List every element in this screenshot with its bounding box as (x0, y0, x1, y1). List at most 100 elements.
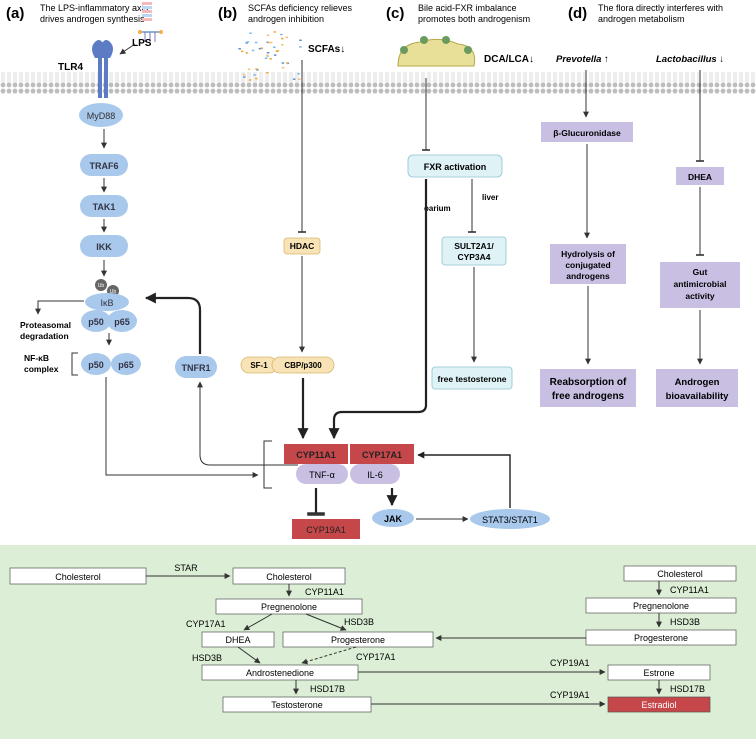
cbp-label: CBP/p300 (284, 361, 322, 370)
chol-right-box: Cholesterol (623, 565, 737, 582)
panel-c-letter: (c) (386, 5, 404, 22)
lps-to-tlr4-arrow (119, 43, 136, 55)
hsd3b-mid-label: HSD3B (344, 617, 374, 627)
tnfr1-to-ikb-arrow (144, 292, 202, 354)
dca-lca-label: DCA/LCA↓ (484, 54, 534, 65)
panel-a-title-line2: drives androgen synthesis (40, 14, 145, 24)
preg-right-label: Pregnenolone (633, 601, 689, 611)
hsd17b-mid-label: HSD17B (310, 684, 345, 694)
preg-mid-box: Pregnenolone (215, 598, 363, 615)
bgluc-label: β-Glucuronidase (553, 128, 621, 138)
tnfr1-node: TNFR1 (175, 356, 217, 378)
cyp17a1-dash-label: CYP17A1 (356, 652, 396, 662)
scfa-particles-icon (238, 31, 302, 81)
tak1-label: TAK1 (93, 202, 116, 212)
gut-label-3: activity (685, 291, 715, 301)
cell-membrane (0, 72, 756, 94)
lps-molecule-icon (138, 2, 163, 42)
hsd17b-right-label: HSD17B (670, 684, 705, 694)
prog-mid-label: Progesterone (331, 635, 385, 645)
panel-b-title-line2: androgen inhibition (248, 14, 324, 24)
hydro-label-2: conjugated (565, 260, 610, 270)
estrone-box: Estrone (607, 664, 711, 681)
proteasome-arrow (35, 300, 84, 315)
cyp17a1-left-label: CYP17A1 (186, 619, 226, 629)
il6-node: IL-6 (350, 464, 400, 484)
nfkb-label-2: complex (24, 364, 59, 374)
center-bracket (263, 440, 272, 489)
ikb-label: IκB (100, 298, 113, 308)
jak-label: JAK (384, 514, 403, 524)
p50-label: p50 (88, 317, 104, 327)
p50b-label: p50 (88, 360, 104, 370)
proteasomal-label-1: Proteasomal (20, 320, 71, 330)
free-testosterone-node: free testosterone (431, 366, 513, 390)
panel-d-title-line2: androgen metabolism (598, 14, 685, 24)
panel-d-header: (d) The flora directly interferes with a… (568, 3, 723, 24)
stat-label: STAT3/STAT1 (482, 515, 538, 525)
testo-box: Testosterone (222, 696, 372, 713)
fxr-node: FXR activation (407, 154, 503, 178)
panel-c-header: (c) Bile acid-FXR imbalance promotes bot… (386, 3, 530, 24)
preg-prog-arrow (305, 613, 347, 631)
andro-label: Androstenedione (246, 668, 314, 678)
dhea-mid-label: DHEA (225, 635, 250, 645)
panel-c-title-line1: Bile acid-FXR imbalance (418, 3, 517, 13)
preg-dhea-arrow (243, 613, 273, 631)
chol-left-label: Cholesterol (55, 572, 101, 582)
panel-b-header: (b) SCFAs deficiency relieves androgen i… (218, 3, 353, 24)
gut-label-2: antimicrobial (674, 279, 727, 289)
prog-right-box: Progesterone (585, 629, 737, 646)
il6-label: IL-6 (367, 470, 383, 480)
fxr-to-cyp-arrow (328, 179, 428, 440)
prog-andro-dashed-arrow (301, 646, 357, 665)
hydro-label-3: androgens (566, 271, 610, 281)
myd88-label: MyD88 (87, 111, 116, 121)
hydrolysis-node: Hydrolysis of conjugated androgens (550, 244, 626, 284)
tnfa-node: TNF-α (296, 464, 348, 484)
scfas-label: SCFAs↓ (308, 44, 345, 55)
cyp11a1-right-label: CYP11A1 (670, 585, 709, 595)
ub-label-1: Ub (98, 283, 105, 289)
panel-a-title-line1: The LPS-inflammatory axis (40, 3, 149, 13)
cyp11a1-center-label: CYP11A1 (296, 450, 336, 460)
panel-b-title-line1: SCFAs deficiency relieves (248, 3, 353, 13)
reab-label-2: free androgens (552, 391, 625, 402)
preg-right-box: Pregnenolone (585, 597, 737, 614)
reab-label-1: Reabsorption of (550, 377, 627, 388)
panel-c-title-line2: promotes both androgenism (418, 14, 530, 24)
chol-mid-label: Cholesterol (266, 572, 312, 582)
panel-b-letter: (b) (218, 5, 237, 22)
cyp17a1-center-node: CYP17A1 (350, 444, 414, 464)
cyp19a1-center-label: CYP19A1 (306, 525, 346, 535)
gut-label-1: Gut (693, 267, 708, 277)
bioavailability-node: Androgen bioavailability (656, 369, 738, 407)
dhea-mid-box: DHEA (201, 631, 275, 648)
panel-d-title-line1: The flora directly interferes with (598, 3, 723, 13)
testo-label: Testosterone (271, 700, 323, 710)
estrone-label: Estrone (643, 668, 674, 678)
hydro-label-1: Hydrolysis of (561, 249, 615, 259)
cyp19a1-bot-label: CYP19A1 (550, 690, 590, 700)
beta-glucuronidase-node: β-Glucuronidase (541, 122, 633, 142)
tnfa-to-tnfr1-arrow (197, 381, 298, 466)
free-testosterone-label: free testosterone (438, 374, 507, 384)
chol-right-label: Cholesterol (657, 569, 703, 579)
ikk-label: IKK (96, 242, 112, 252)
tnfa-label: TNF-α (309, 470, 335, 480)
star-label: STAR (174, 563, 198, 573)
prevotella-label: Prevotella ↑ (556, 54, 609, 65)
ikk-node: IKK (80, 235, 128, 257)
andro-box: Androstenedione (201, 664, 359, 681)
estradiol-box: Estradiol (607, 696, 711, 713)
dhea-d-label: DHEA (688, 172, 712, 182)
cyp17a1-center-label: CYP17A1 (362, 450, 402, 460)
sult2a1-node: SULT2A1/ CYP3A4 (441, 236, 507, 266)
dhea-d-node: DHEA (676, 167, 724, 185)
sf1-cbp-complex: SF-1 CBP/p300 (240, 356, 335, 374)
cyp11a1-center-node: CYP11A1 (284, 444, 348, 464)
prog-right-label: Progesterone (634, 633, 688, 643)
jak-node: JAK (372, 509, 414, 527)
sult-label-1: SULT2A1/ (454, 241, 494, 251)
